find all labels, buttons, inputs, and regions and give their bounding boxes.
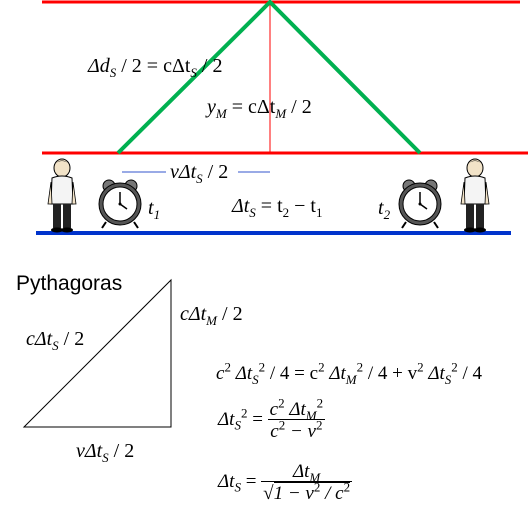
equation-2: ΔtS2 = c2 ΔtM2 c2 − v2 — [218, 395, 326, 442]
pythagoras-triangle — [22, 278, 172, 428]
pythagoras-title: Pythagoras — [16, 272, 123, 295]
vertical-leg-label: cΔtM / 2 — [180, 303, 243, 328]
alarm-clock-right-icon — [398, 179, 442, 229]
t1-label: t1 — [148, 197, 161, 222]
diagonal-path-label: ΔdS / 2 = cΔtS / 2 — [88, 55, 223, 80]
observer-left-icon — [47, 158, 77, 233]
equation-1: c2 ΔtS2 / 4 = c2 ΔtM2 / 4 + v2 ΔtS2 / 4 — [216, 359, 483, 387]
sqrt-symbol: √ — [263, 483, 274, 504]
t2-label: t2 — [378, 197, 391, 222]
observer-right-icon — [460, 158, 490, 233]
ym-label: yM = cΔtM / 2 — [207, 96, 312, 121]
vdt-label: vΔtS / 2 — [170, 161, 229, 186]
delta-ts-label: ΔtS = t2 − t1 — [232, 195, 323, 220]
equation-3: ΔtS = ΔtM √1 − v2 / c2 — [218, 461, 353, 504]
hypotenuse-label: cΔtS / 2 — [26, 328, 85, 353]
light-path — [116, 0, 422, 155]
alarm-clock-left-icon — [98, 179, 142, 229]
horizontal-leg-label: vΔtS / 2 — [76, 440, 135, 465]
